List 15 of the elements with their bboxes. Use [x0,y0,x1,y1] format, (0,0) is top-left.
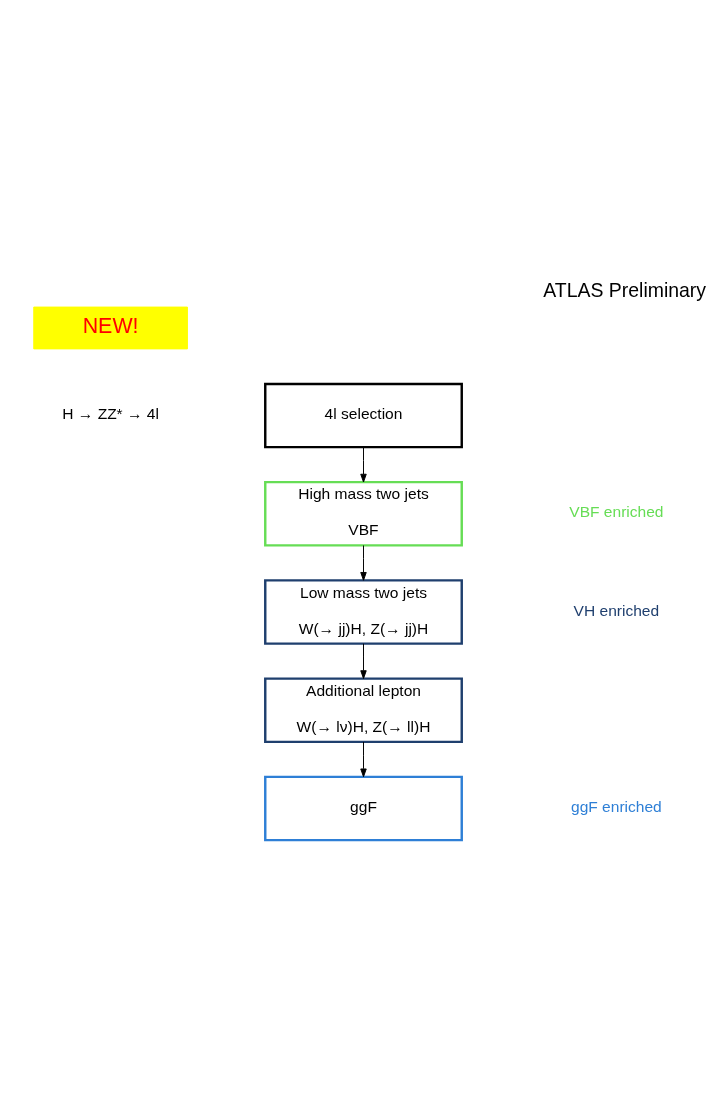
node-box: Additional lepton W(→ lν)H, Z(→ ll)H [264,676,463,743]
arrow [360,446,367,482]
label: H → ZZ* → 4l [62,404,159,422]
arrow [360,544,367,581]
node-box: Low mass two jets W(→ jj)H, Z(→ jj)H [264,578,463,645]
arrow [360,740,367,777]
label: VH enriched [573,601,660,619]
arrow [360,642,367,679]
node-box: ggF [264,775,463,841]
node-box: 4l selection [264,382,463,448]
node-box: High mass two jets VBF [264,480,463,547]
label: ggF enriched [571,797,662,815]
node-box: NEW! [33,306,188,349]
label: VBF enriched [569,502,664,520]
diagram-title: ATLAS Preliminary [543,278,707,301]
